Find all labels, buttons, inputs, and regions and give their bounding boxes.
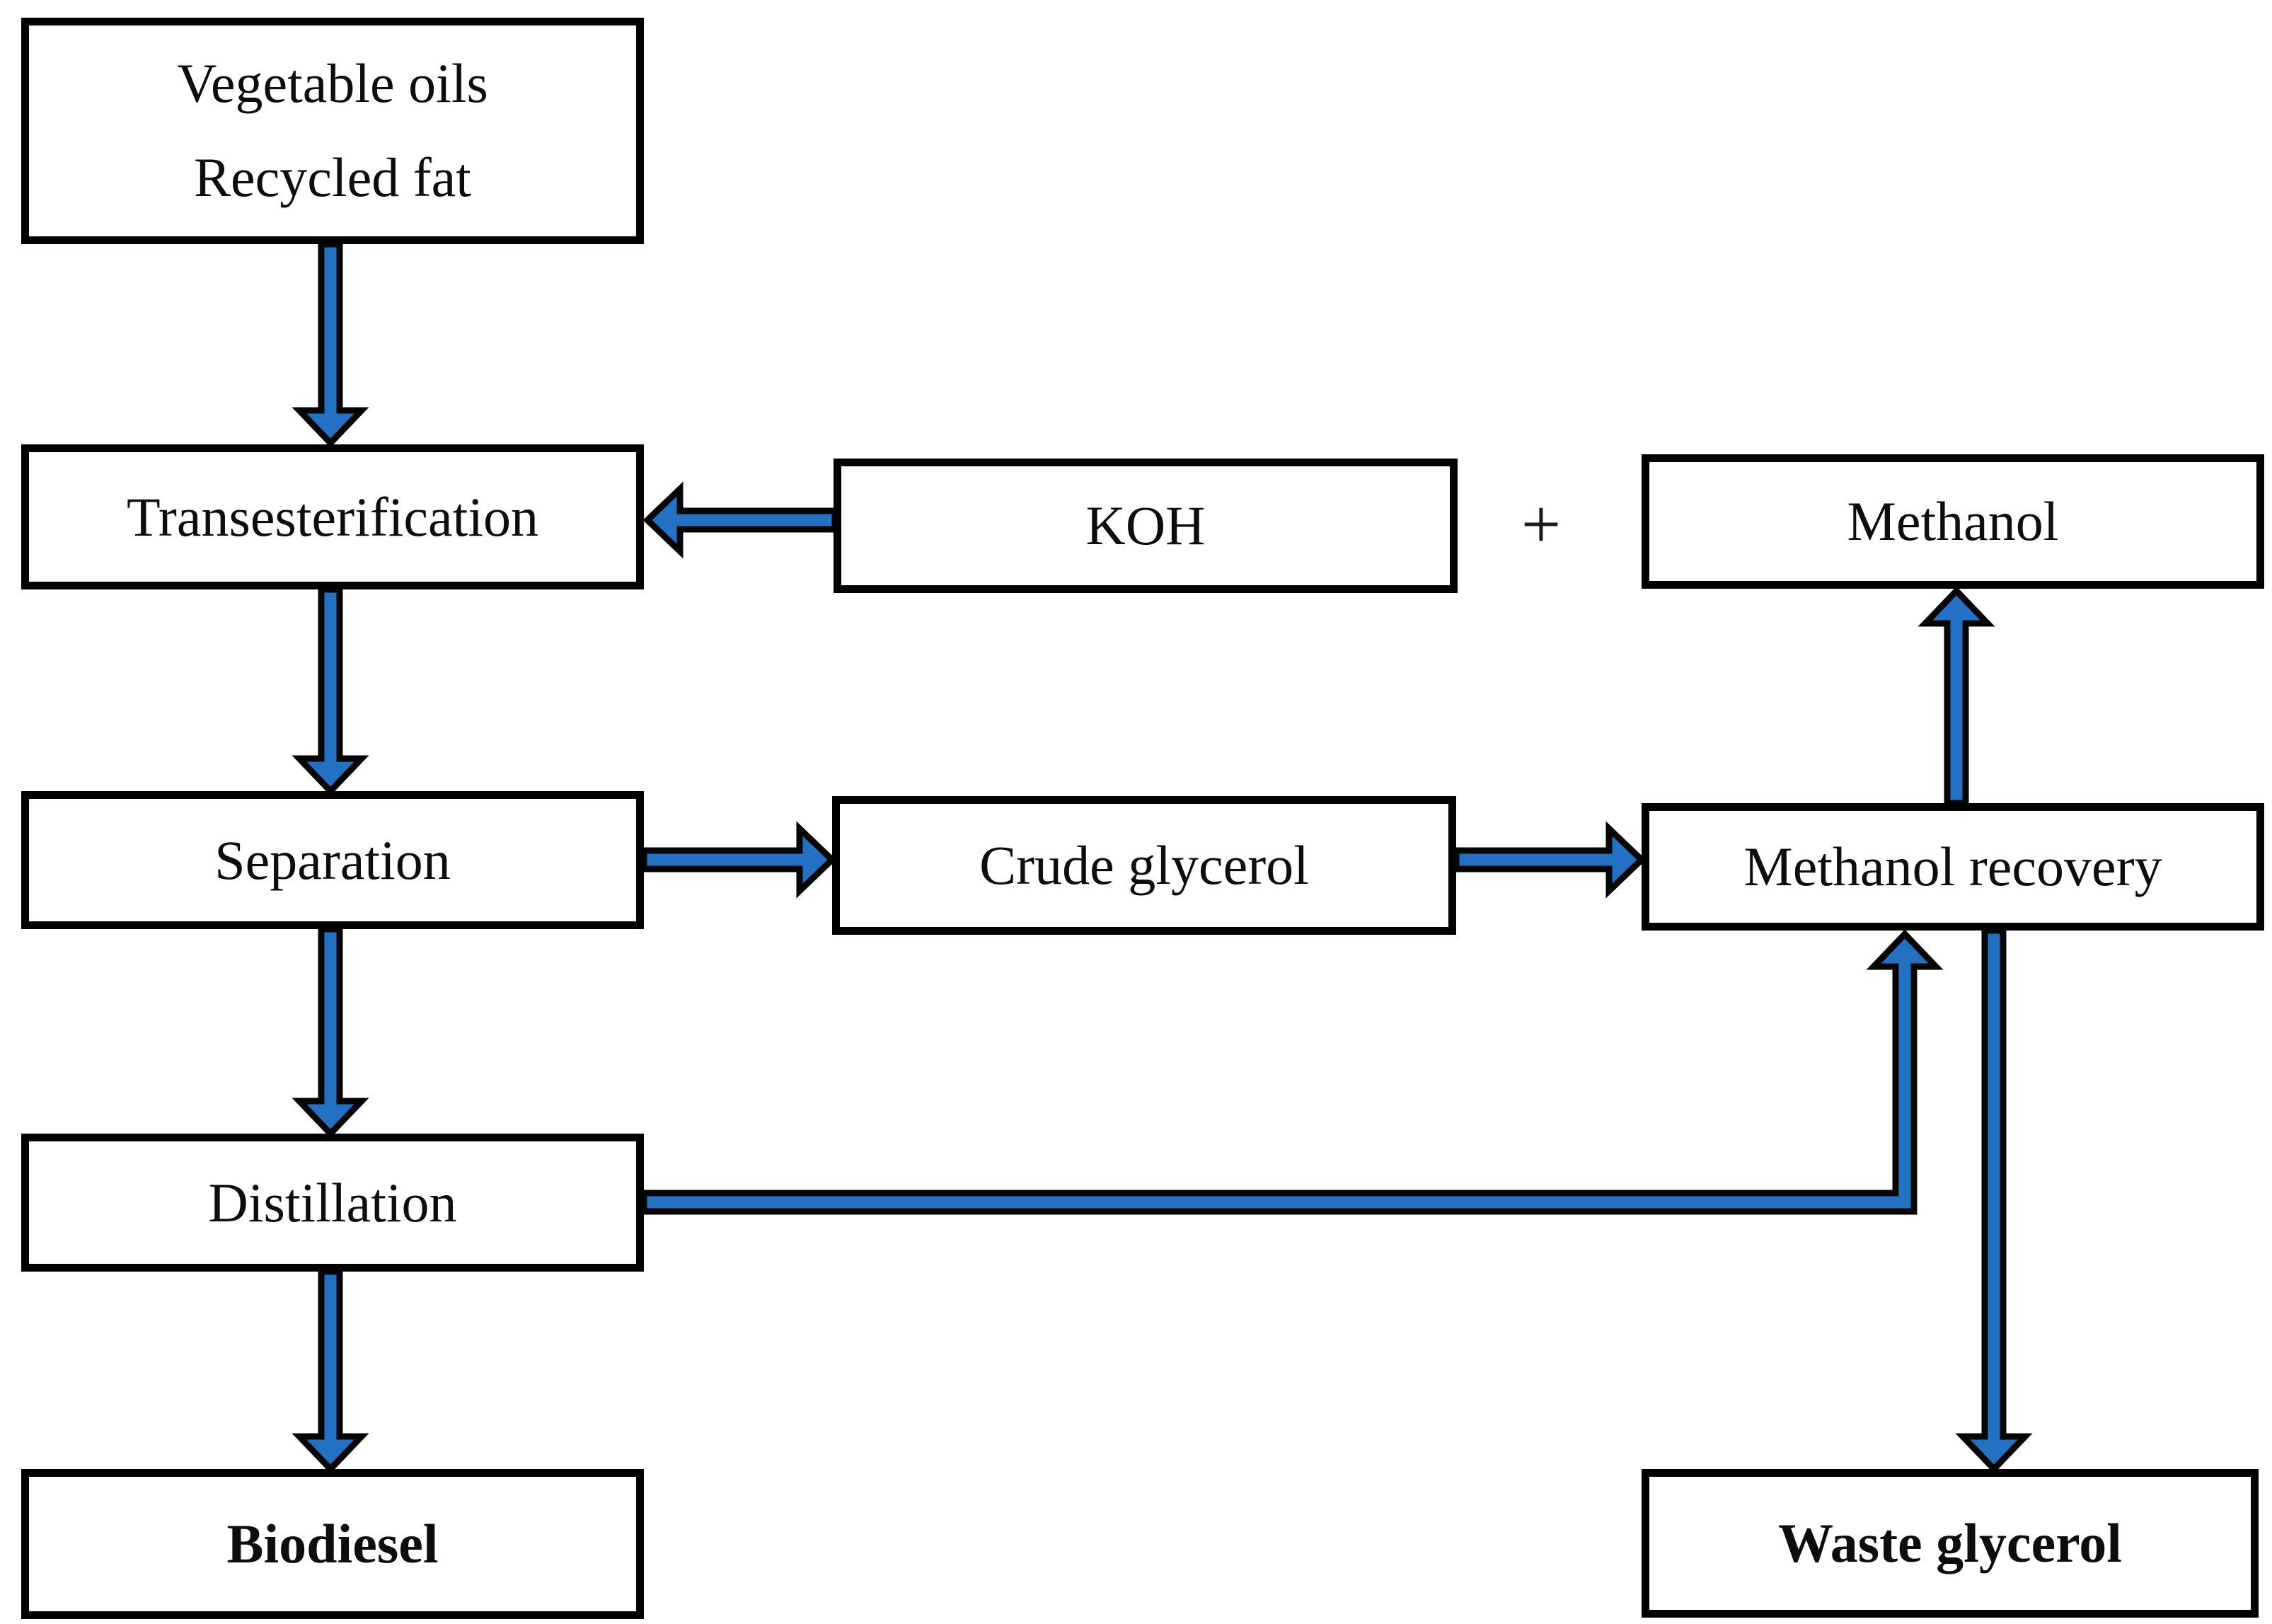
node-waste-glycerol: Waste glycerol [1642, 1469, 2259, 1618]
node-koh: KOH [834, 459, 1458, 593]
node-label: Biodiesel [226, 1513, 439, 1575]
edge-distillation-to-methanol-recovery-arrow [640, 929, 1944, 1215]
plus-operator: + [1521, 484, 1562, 563]
node-label: Methanol recovery [1743, 836, 2162, 898]
node-label-line2: Recycled fat [194, 146, 471, 208]
node-label: KOH [1085, 495, 1206, 557]
edge-separation-to-distillation-arrow [292, 926, 369, 1139]
edge-methanol-recovery-to-waste-glycerol-arrow [1955, 927, 2033, 1474]
edge-methanol-recovery-to-methanol-arrow [1918, 586, 1995, 807]
node-distillation: Distillation [21, 1134, 644, 1272]
edge-crude-glycerol-to-methanol-recovery-arrow [1453, 821, 1647, 899]
node-label: Crude glycerol [979, 834, 1309, 897]
node-crude-glycerol: Crude glycerol [832, 796, 1456, 935]
edge-koh-to-transesterification-arrow [642, 481, 838, 559]
node-methanol: Methanol [1642, 454, 2264, 589]
node-label: Distillation [208, 1171, 457, 1233]
edge-transesterification-to-separation-arrow [292, 586, 369, 796]
node-label: Waste glycerol [1778, 1512, 2122, 1574]
node-separation: Separation [21, 791, 644, 929]
node-biodiesel: Biodiesel [21, 1469, 644, 1619]
node-label: Separation [214, 829, 451, 891]
node-label-line1: Vegetable oils [177, 52, 488, 115]
edge-separation-to-crude-glycerol-arrow [640, 821, 837, 899]
edge-distillation-to-biodiesel-arrow [292, 1268, 369, 1474]
node-label: Methanol [1847, 490, 2059, 553]
node-label: Transesterification [127, 485, 538, 548]
node-methanol-recovery: Methanol recovery [1642, 803, 2264, 931]
edge-vegetable-oils-to-transesterification-arrow [292, 241, 369, 448]
node-vegetable-oils-recycled-fat: Vegetable oils Recycled fat [21, 18, 644, 244]
node-transesterification: Transesterification [21, 444, 644, 589]
